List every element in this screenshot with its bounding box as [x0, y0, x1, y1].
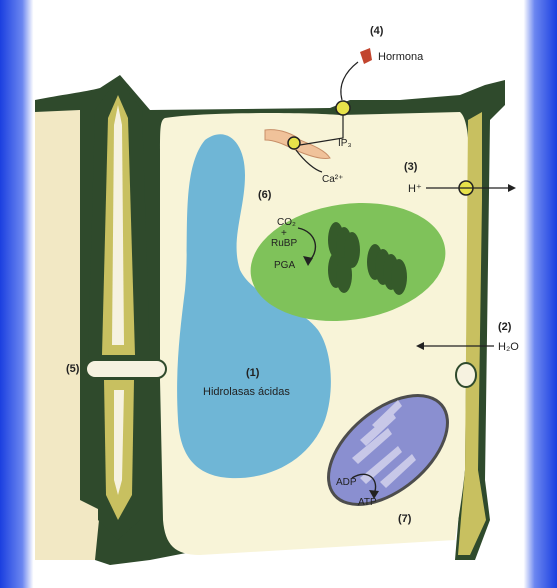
label-7: (7)	[398, 513, 412, 525]
label-hidrolasas: Hidrolasas ácidas	[203, 386, 290, 398]
label-hormona: Hormona	[378, 51, 424, 63]
label-ip3: IP₃	[338, 138, 352, 149]
label-3: (3)	[404, 161, 418, 173]
er-ip3-receptor	[288, 137, 300, 149]
hormone-molecule	[360, 48, 372, 64]
label-atp: ATP	[358, 497, 377, 508]
label-h2o: H₂O	[498, 341, 519, 353]
hormone-binding-arrow	[341, 62, 358, 100]
label-2: (2)	[498, 321, 512, 333]
membrane-receptor	[336, 101, 350, 115]
plasmodesma	[86, 360, 166, 378]
proton-arrowhead	[508, 184, 516, 192]
label-co2: CO₂	[277, 217, 296, 228]
right-wall-pit	[456, 363, 476, 387]
label-pga: PGA	[274, 260, 295, 271]
label-4: (4)	[370, 25, 384, 37]
label-6: (6)	[258, 189, 272, 201]
label-hplus: H⁺	[408, 183, 422, 195]
label-adp: ADP	[336, 477, 357, 488]
label-1: (1)	[246, 367, 260, 379]
label-rubp: RuBP	[271, 238, 297, 249]
label-calcium: Ca²⁺	[322, 174, 343, 185]
label-5: (5)	[66, 363, 80, 375]
